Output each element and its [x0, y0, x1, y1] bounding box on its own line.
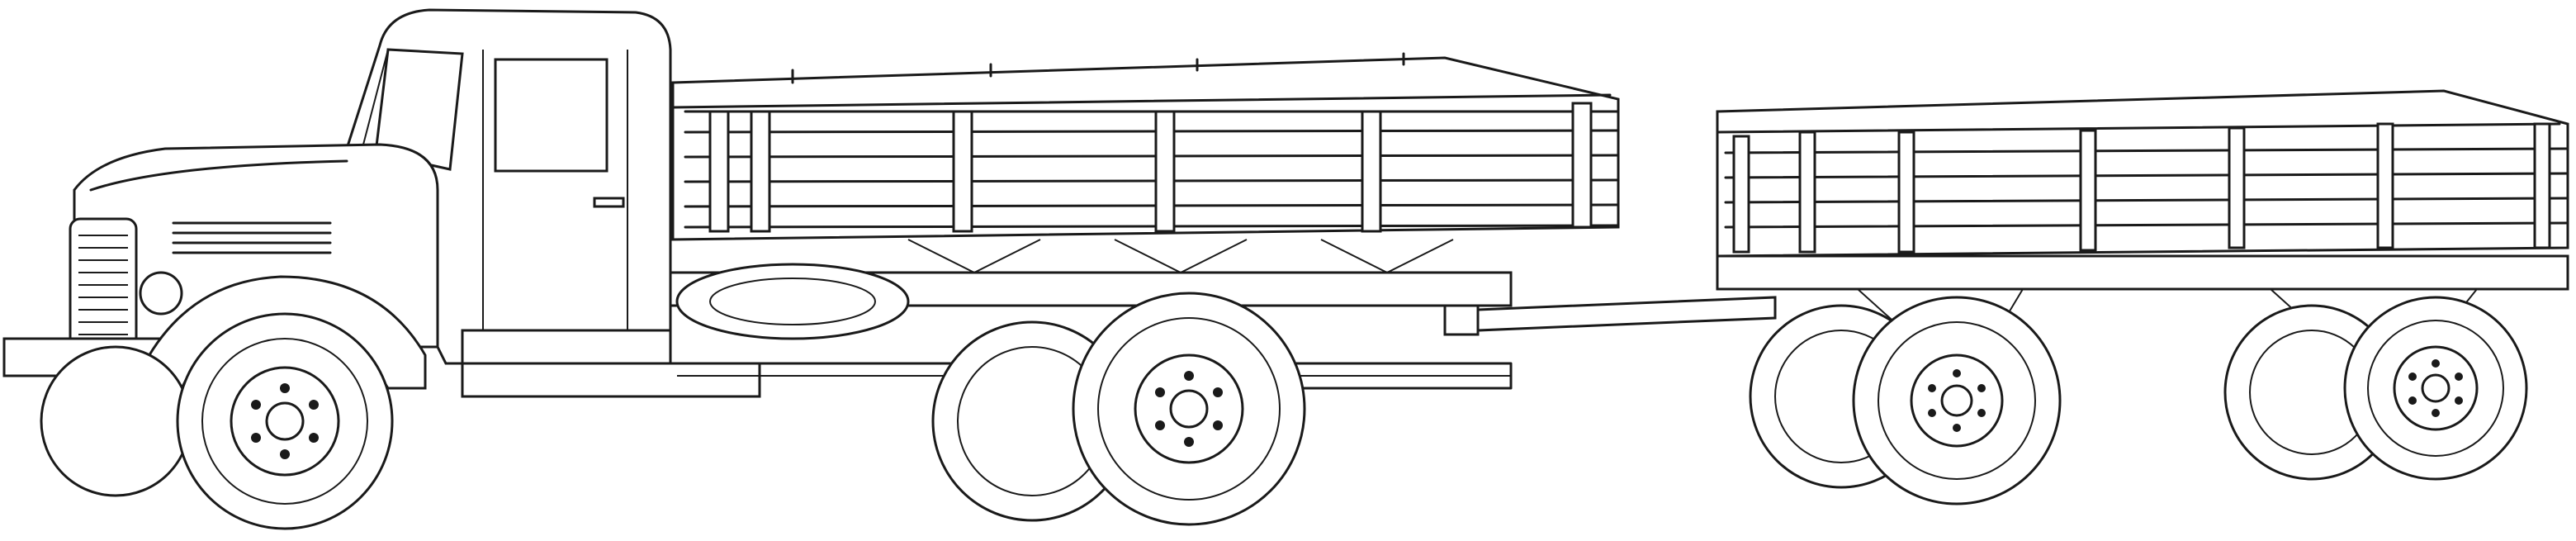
trailer-bed — [1716, 89, 2569, 331]
hood-vents — [172, 221, 332, 254]
spare-tire — [675, 263, 910, 340]
cab-step — [461, 329, 672, 365]
windshield — [374, 48, 464, 171]
trailer-wheel-rear-outer — [2343, 296, 2528, 481]
truck-cab — [345, 8, 672, 365]
lug-nuts — [251, 359, 2463, 459]
wheel-front — [40, 312, 394, 530]
truck-cargo-bed — [671, 52, 1620, 274]
headlight — [139, 271, 183, 316]
trailer-wheel-front-outer — [1852, 296, 2062, 505]
tow-bar — [1443, 296, 1777, 336]
radiator-grille — [69, 217, 138, 349]
cab-side-window — [494, 58, 608, 173]
truck-hood — [2, 143, 439, 390]
door-handle — [593, 197, 625, 208]
wheel-rear-outer — [1072, 292, 1306, 526]
